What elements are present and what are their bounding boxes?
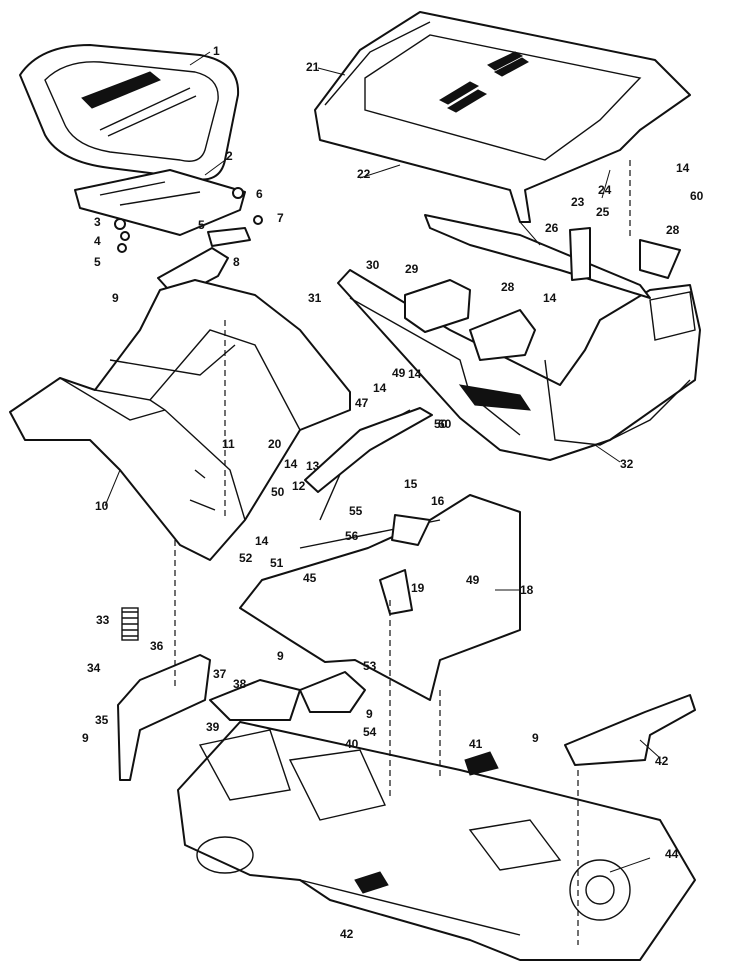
callout-14: 14 <box>284 457 298 471</box>
callout-29: 29 <box>405 262 419 276</box>
callout-39: 39 <box>206 720 220 734</box>
callout-42: 42 <box>655 754 669 768</box>
hood-hinge <box>424 214 651 299</box>
callout-16: 16 <box>431 494 445 508</box>
callout-20: 20 <box>268 437 282 451</box>
callout-8: 8 <box>233 255 240 269</box>
callout-9: 9 <box>82 731 89 745</box>
hood-hinge-right <box>639 239 681 279</box>
callout-26: 26 <box>545 221 559 235</box>
callout-9: 9 <box>112 291 119 305</box>
bracket-53 <box>299 671 366 713</box>
leader-lines <box>104 51 661 873</box>
callout-60: 60 <box>438 417 452 431</box>
callout-32: 32 <box>620 457 634 471</box>
rear-bracket <box>117 654 211 781</box>
callout-49: 49 <box>466 573 480 587</box>
callout-10: 10 <box>95 499 109 513</box>
callout-15: 15 <box>404 477 418 491</box>
callout-50: 50 <box>271 485 285 499</box>
fender <box>9 279 351 561</box>
callout-49: 49 <box>392 366 406 380</box>
callout-labels: 1234556789101112131414141414141516181920… <box>82 44 704 941</box>
callout-25: 25 <box>596 205 610 219</box>
callout-7: 7 <box>277 211 284 225</box>
callout-12: 12 <box>292 479 306 493</box>
callout-47: 47 <box>355 396 369 410</box>
callout-23: 23 <box>571 195 585 209</box>
callout-52: 52 <box>239 551 253 565</box>
callout-36: 36 <box>150 639 164 653</box>
callout-42: 42 <box>340 927 354 941</box>
seat-hardware <box>114 187 263 253</box>
callout-13: 13 <box>306 459 320 473</box>
callout-9: 9 <box>277 649 284 663</box>
callout-2: 2 <box>226 149 233 163</box>
callout-11: 11 <box>222 437 235 451</box>
bracket-30 <box>404 279 471 333</box>
steering-support <box>304 407 433 493</box>
dash-panel <box>239 409 521 701</box>
callout-22: 22 <box>357 167 371 181</box>
callout-14: 14 <box>255 534 269 548</box>
hood-latch <box>569 227 591 281</box>
callout-28: 28 <box>501 280 515 294</box>
callout-54: 54 <box>363 725 377 739</box>
assembly-lines <box>174 160 631 945</box>
callout-5: 5 <box>94 255 101 269</box>
pivot-plate <box>209 679 301 721</box>
bracket-29 <box>469 309 536 361</box>
callout-1: 1 <box>213 44 220 58</box>
callout-41: 41 <box>469 737 483 751</box>
callout-18: 18 <box>520 583 534 597</box>
callout-28: 28 <box>666 223 680 237</box>
callout-21: 21 <box>306 60 320 74</box>
callout-5: 5 <box>198 218 205 232</box>
callout-35: 35 <box>95 713 109 727</box>
callout-31: 31 <box>308 291 322 305</box>
spring <box>121 607 139 641</box>
callout-40: 40 <box>345 737 359 751</box>
callout-6: 6 <box>256 187 263 201</box>
callout-3: 3 <box>94 215 101 229</box>
callout-38: 38 <box>233 677 247 691</box>
callout-14: 14 <box>373 381 387 395</box>
seat-bracket <box>74 169 246 236</box>
callout-14: 14 <box>543 291 557 305</box>
hood <box>314 11 691 223</box>
callout-14: 14 <box>408 367 422 381</box>
callout-60: 60 <box>690 189 704 203</box>
callout-33: 33 <box>96 613 110 627</box>
footrest-bracket <box>564 694 696 766</box>
frame <box>177 721 696 961</box>
callout-37: 37 <box>213 667 227 681</box>
callout-34: 34 <box>87 661 101 675</box>
callout-50: 50 <box>434 417 448 431</box>
callout-9: 9 <box>366 707 373 721</box>
callout-56: 56 <box>345 529 359 543</box>
callout-4: 4 <box>94 234 101 248</box>
callout-51: 51 <box>270 556 284 570</box>
callout-24: 24 <box>598 183 612 197</box>
callout-53: 53 <box>363 659 377 673</box>
callout-14: 14 <box>676 161 690 175</box>
callout-45: 45 <box>303 571 317 585</box>
callout-55: 55 <box>349 504 363 518</box>
callout-19: 19 <box>411 581 425 595</box>
callout-44: 44 <box>665 847 679 861</box>
callout-30: 30 <box>366 258 380 272</box>
seat <box>19 44 240 181</box>
callout-9: 9 <box>532 731 539 745</box>
